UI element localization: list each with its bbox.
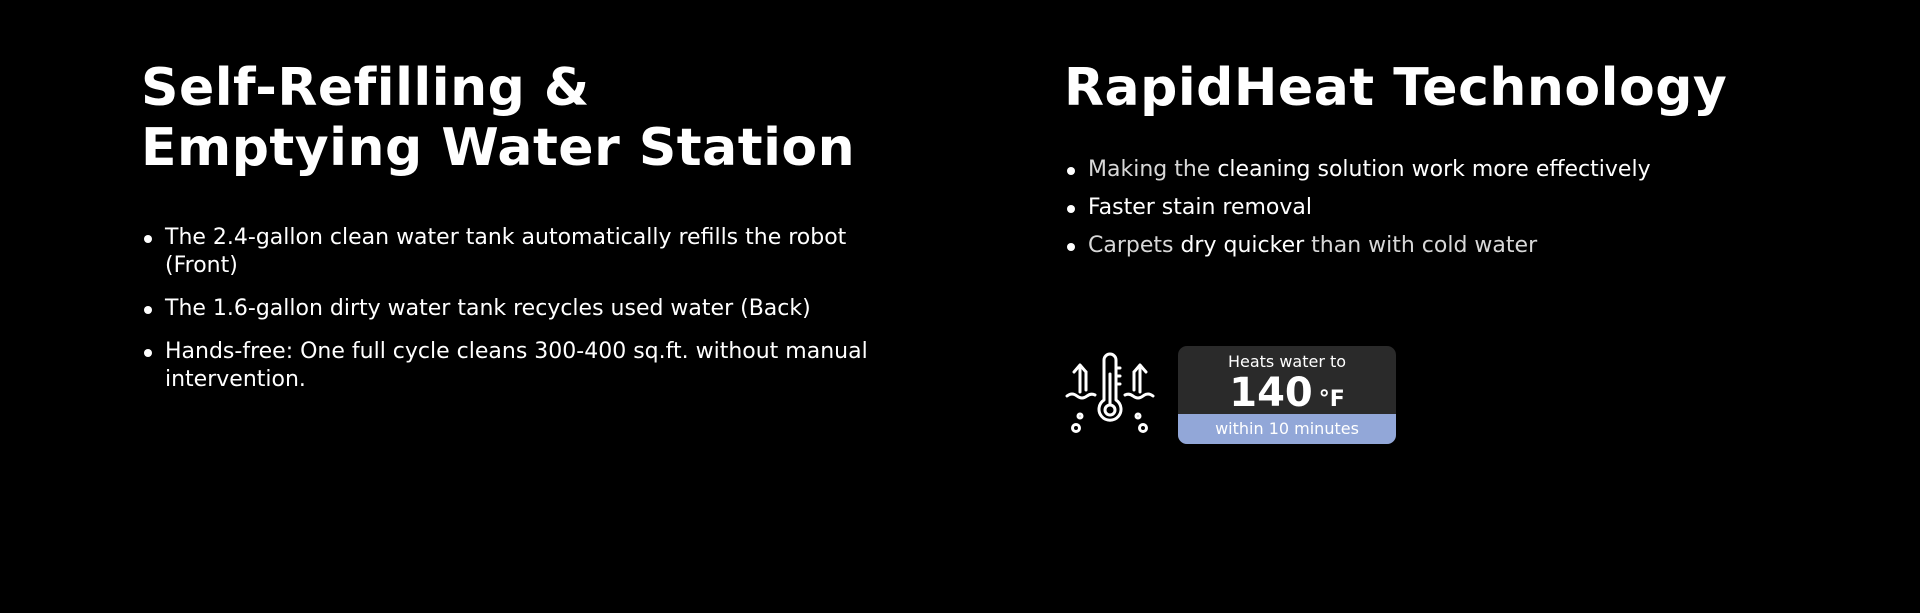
temperature-unit: °F [1318, 387, 1345, 412]
thermometer-heat-icon [1065, 352, 1155, 433]
list-item: Carpets dry quicker than with cold water [1064, 232, 1804, 260]
rapidheat-bullets: Making the cleaning solution work more e… [1064, 156, 1804, 270]
bullet-emphasis: dry quicker [1180, 233, 1305, 258]
heat-card-temperature: 140°F [1178, 373, 1396, 420]
list-item: The 1.6-gallon dirty water tank recycles… [141, 295, 921, 323]
self-refilling-bullets: The 2.4-gallon clean water tank automati… [141, 224, 921, 409]
list-item: Faster stain removal [1064, 194, 1804, 222]
bullet-emphasis: Faster stain removal [1088, 195, 1312, 220]
temperature-value: 140 [1229, 370, 1313, 416]
list-item: The 2.4-gallon clean water tank automati… [141, 224, 921, 280]
heat-card-footer: within 10 minutes [1178, 414, 1396, 444]
self-refilling-heading: Self-Refilling & Emptying Water Station [141, 58, 855, 178]
bullet-text: Making the [1088, 157, 1218, 182]
bullet-emphasis: cleaning solution work more effectively [1217, 157, 1651, 182]
bullet-text: than with cold water [1304, 233, 1538, 258]
heading-line-1: Self-Refilling & [141, 58, 590, 118]
heading-line-2: Emptying Water Station [141, 118, 856, 178]
list-item: Making the cleaning solution work more e… [1064, 156, 1804, 184]
bullet-text: Carpets [1088, 233, 1181, 258]
heat-card: Heats water to 140°F within 10 minutes [1178, 346, 1396, 444]
rapidheat-heading: RapidHeat Technology [1064, 58, 1728, 118]
heat-card-top: Heats water to 140°F [1178, 346, 1396, 414]
list-item: Hands-free: One full cycle cleans 300-40… [141, 338, 921, 394]
heat-card-label: Heats water to [1227, 352, 1347, 371]
